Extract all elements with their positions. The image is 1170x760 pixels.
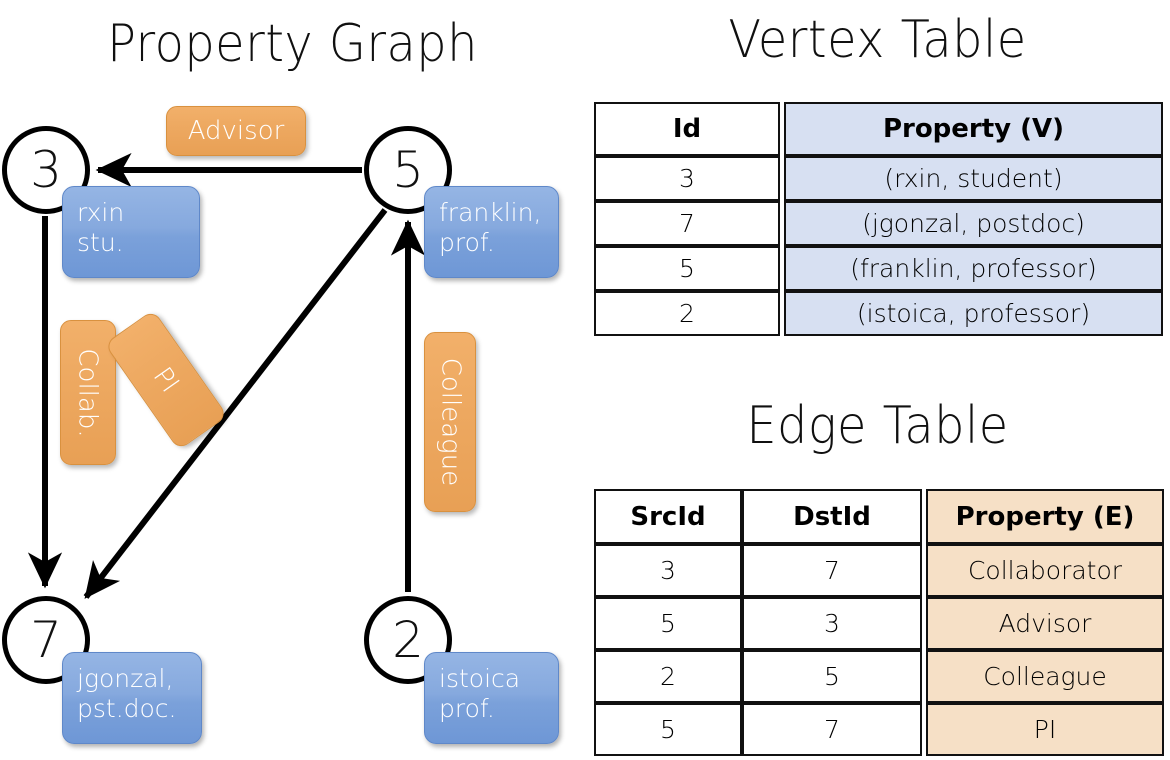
table-row: 7 (jgonzal, postdoc) [594, 201, 1163, 246]
section-title-vertex-table: Vertex Table [728, 10, 1027, 70]
table-header-row: Id Property (V) [594, 102, 1163, 156]
section-title-edge-table: Edge Table [746, 396, 1009, 456]
cell-dstid: 7 [742, 703, 922, 756]
edge-label-text: PI [147, 361, 185, 399]
graph-node-5[interactable]: 5 [364, 126, 452, 214]
edge-label-advisor[interactable]: Advisor [166, 106, 306, 156]
cell-srcid: 5 [594, 703, 742, 756]
table-header-row: SrcId DstId Property (E) [594, 489, 1164, 544]
column-header-property-v: Property (V) [784, 102, 1163, 156]
edge-label-collab[interactable]: Collab. [60, 320, 116, 465]
cell-id: 7 [594, 201, 780, 246]
table-row: 3 (rxin, student) [594, 156, 1163, 201]
cell-property: Colleague [926, 650, 1164, 703]
cell-property: Collaborator [926, 544, 1164, 597]
cell-id: 5 [594, 246, 780, 291]
cell-property: (franklin, professor) [784, 246, 1163, 291]
table-row: 3 7 Collaborator [594, 544, 1164, 597]
graph-node-label: 2 [392, 611, 424, 669]
cell-property: (jgonzal, postdoc) [784, 201, 1163, 246]
cell-id: 2 [594, 291, 780, 336]
cell-dstid: 7 [742, 544, 922, 597]
table-row: 5 (franklin, professor) [594, 246, 1163, 291]
table-row: 2 5 Colleague [594, 650, 1164, 703]
cell-srcid: 5 [594, 597, 742, 650]
property-graph-diagram: 3 5 7 2 Advisor Collab. PI Colleague rxi… [2, 106, 559, 744]
edge-table: SrcId DstId Property (E) 3 7 Collaborato… [594, 489, 1164, 756]
node-property-box-2: istoica prof. [424, 652, 559, 744]
graph-edges-svg [27, 152, 426, 599]
edge-label-text: Colleague [435, 357, 466, 487]
node-property-box-5: franklin, prof. [424, 186, 559, 278]
cell-srcid: 2 [594, 650, 742, 703]
edge-arrow-5-to-7 [83, 208, 388, 599]
column-header-dstid: DstId [742, 489, 922, 544]
vertex-table: Id Property (V) 3 (rxin, student) 7 (jgo… [594, 102, 1163, 336]
column-header-property-e: Property (E) [926, 489, 1164, 544]
cell-dstid: 3 [742, 597, 922, 650]
cell-srcid: 3 [594, 544, 742, 597]
table-row: 5 7 PI [594, 703, 1164, 756]
graph-node-label: 3 [30, 141, 62, 199]
cell-property: PI [926, 703, 1164, 756]
edge-label-colleague[interactable]: Colleague [424, 332, 476, 512]
page-title-property-graph: Property Graph [107, 14, 478, 74]
column-header-id: Id [594, 102, 780, 156]
node-property-box-3: rxin stu. [62, 186, 200, 278]
graph-node-label: 5 [392, 141, 424, 199]
graph-node-label: 7 [30, 611, 62, 669]
node-property-box-7: jgonzal, pst.doc. [62, 652, 202, 744]
cell-property: (istoica, professor) [784, 291, 1163, 336]
graph-node-2[interactable]: 2 [364, 596, 452, 684]
table-row: 5 3 Advisor [594, 597, 1164, 650]
column-header-srcid: SrcId [594, 489, 742, 544]
cell-property: (rxin, student) [784, 156, 1163, 201]
table-row: 2 (istoica, professor) [594, 291, 1163, 336]
cell-property: Advisor [926, 597, 1164, 650]
cell-id: 3 [594, 156, 780, 201]
edge-label-text: Collab. [73, 347, 103, 438]
cell-dstid: 5 [742, 650, 922, 703]
edge-label-text: Advisor [187, 116, 285, 146]
